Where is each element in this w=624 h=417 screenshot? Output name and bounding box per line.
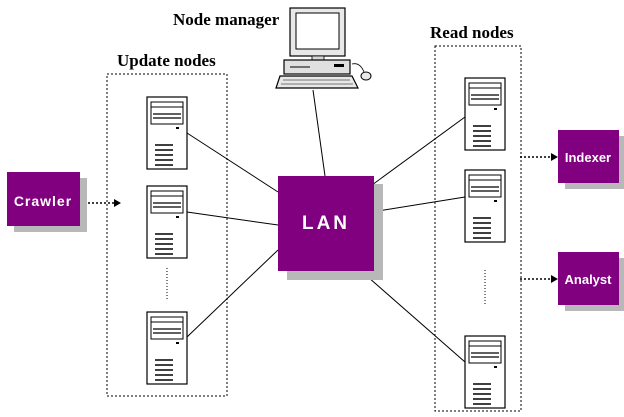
indexer-box-body [558, 130, 619, 183]
read-server-1 [464, 77, 506, 151]
computer-workstation-icon [275, 7, 372, 89]
connections [186, 89, 466, 363]
read-server-3 [464, 335, 506, 409]
link-manager-lan [312, 89, 326, 177]
read-nodes-label: Read nodes [430, 23, 514, 42]
indexer-arrowhead [551, 153, 558, 161]
crawler-label: Crawler [14, 193, 72, 209]
analyst-box-body [558, 252, 619, 305]
analyst-box: Analyst [558, 252, 624, 311]
link-update3-lan [186, 249, 279, 338]
read-server-2 [464, 169, 506, 243]
dotted-arrows [80, 153, 558, 283]
link-read2-lan [371, 196, 466, 213]
link-update2-lan [186, 211, 279, 226]
read-nodes-group: Read nodes [430, 23, 522, 412]
lan-box-body [278, 176, 374, 271]
indexer-label: Indexer [565, 150, 611, 165]
crawler-arrowhead [114, 199, 121, 207]
link-update1-lan [186, 132, 279, 193]
link-read3-lan [359, 269, 466, 363]
lan-label: LAN [302, 213, 350, 234]
update-server-3 [146, 311, 188, 385]
analyst-label: Analyst [565, 272, 613, 287]
update-nodes-label: Update nodes [117, 51, 216, 70]
update-server-2 [146, 185, 188, 259]
read-nodes-boundary [434, 45, 522, 412]
indexer-box: Indexer [558, 130, 624, 189]
update-nodes-group: Update nodes [106, 51, 228, 397]
update-server-1 [146, 96, 188, 170]
analyst-arrowhead [551, 275, 558, 283]
link-read1-lan [371, 116, 466, 186]
node-manager: Node manager [173, 7, 372, 89]
crawler-box: Crawler [7, 172, 87, 232]
lan-box: LAN [278, 176, 383, 280]
update-nodes-boundary [106, 73, 228, 397]
crawler-box-body [7, 172, 80, 226]
node-manager-label: Node manager [173, 10, 280, 29]
